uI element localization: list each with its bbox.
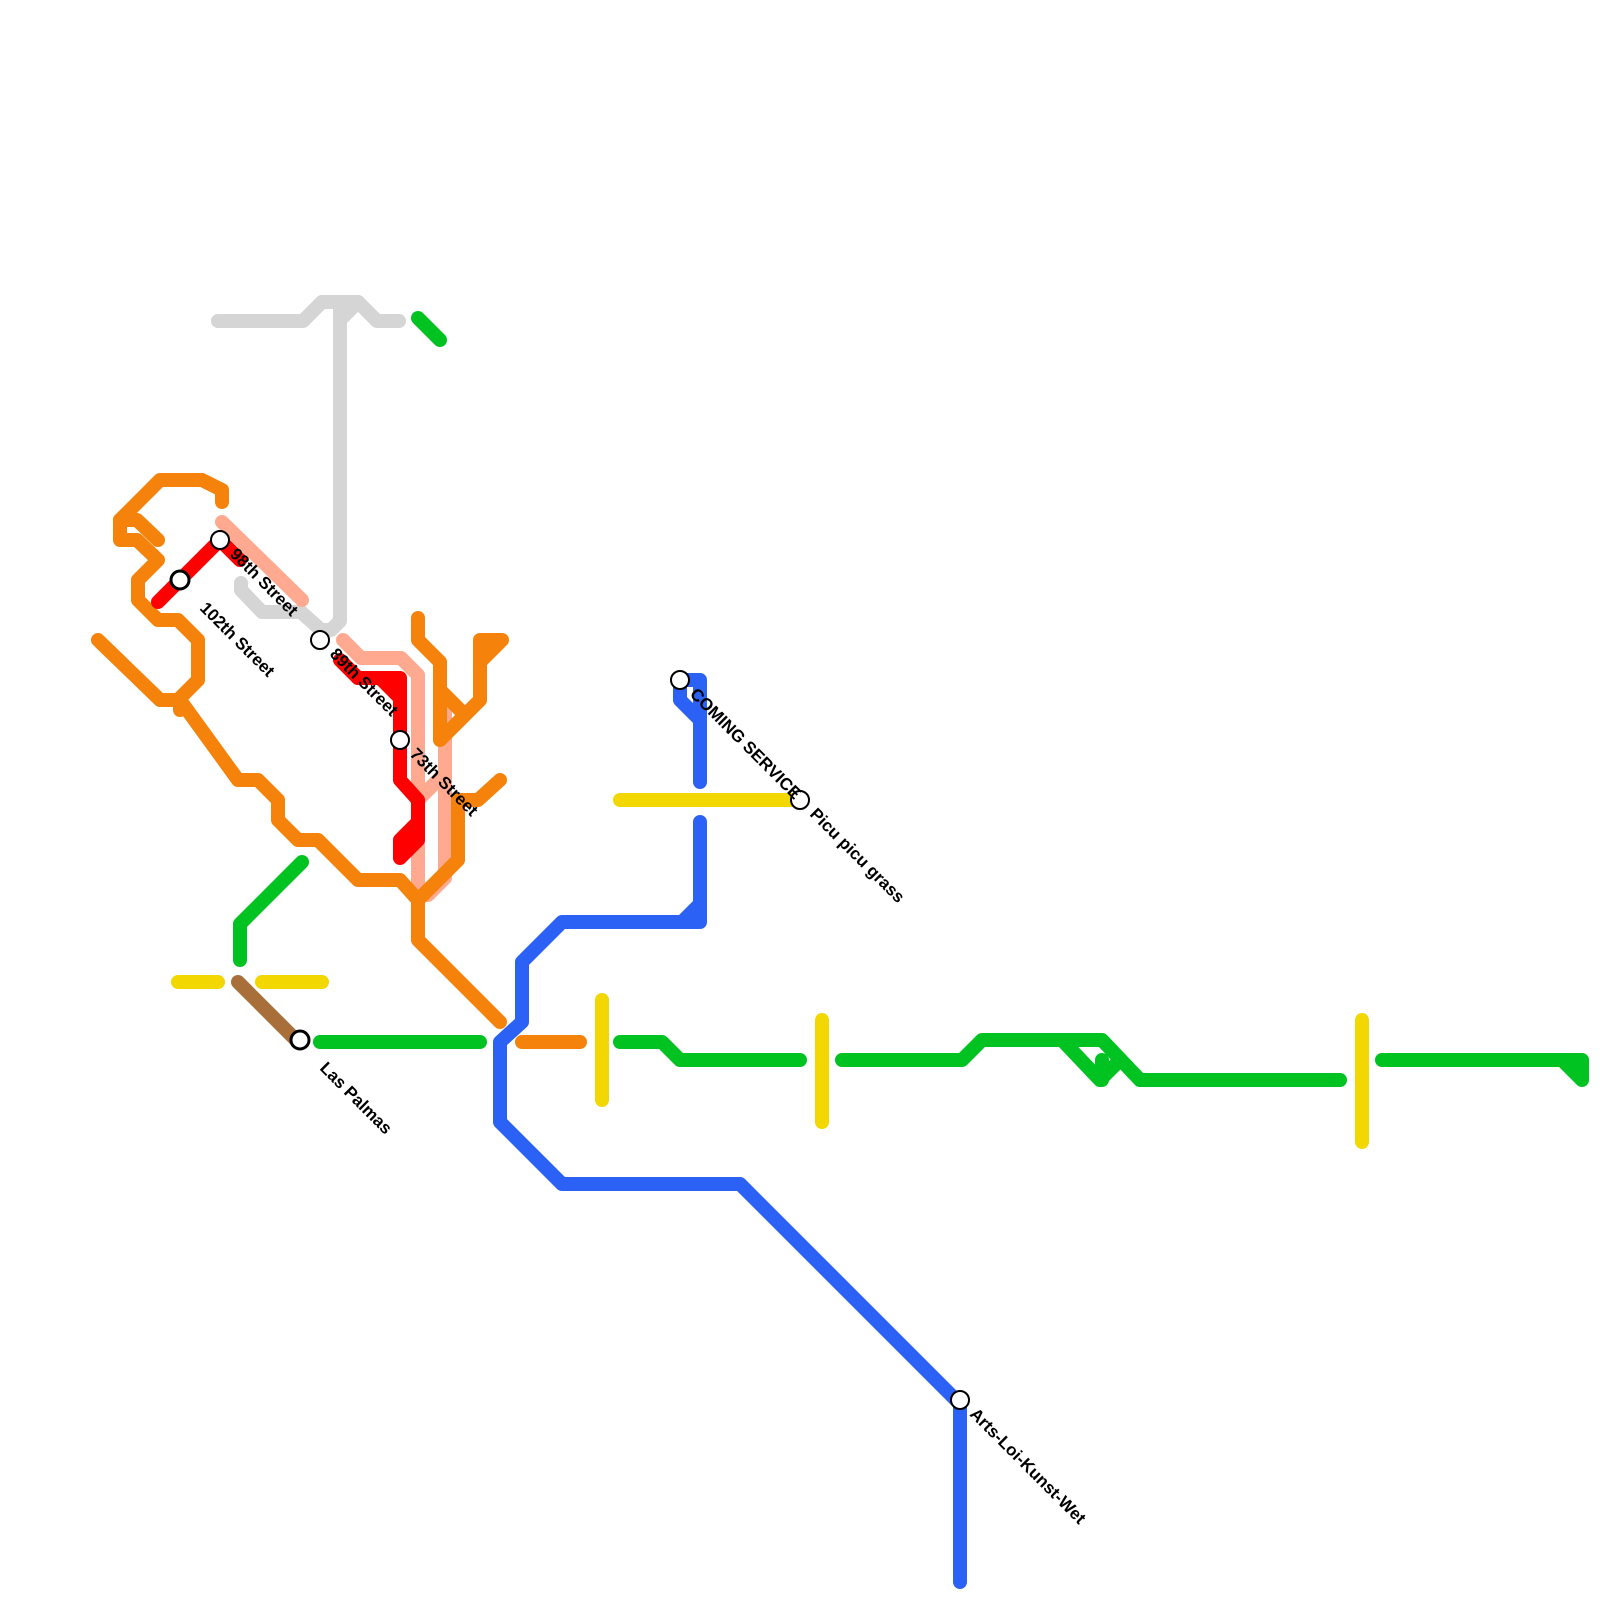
line-green bbox=[233, 311, 1589, 1087]
line-brown bbox=[231, 975, 305, 1049]
station-marker[interactable] bbox=[289, 1029, 311, 1051]
line-orange bbox=[91, 473, 587, 1049]
station-marker[interactable] bbox=[169, 569, 191, 591]
line-grey bbox=[211, 295, 406, 637]
station-label: Arts-Loi-Kunst-Wet bbox=[966, 1404, 1090, 1528]
station-marker[interactable] bbox=[310, 630, 330, 650]
station-marker[interactable] bbox=[950, 1390, 970, 1410]
station-marker[interactable] bbox=[670, 670, 690, 690]
station-marker[interactable] bbox=[790, 790, 810, 810]
station-label: Picu picu grass bbox=[806, 804, 908, 906]
line-blue bbox=[493, 673, 967, 1589]
station-label: Las Palmas bbox=[316, 1058, 396, 1138]
line-yellow bbox=[171, 793, 1369, 1149]
station-marker[interactable] bbox=[210, 530, 230, 550]
stations bbox=[169, 530, 970, 1410]
station-marker[interactable] bbox=[390, 730, 410, 750]
